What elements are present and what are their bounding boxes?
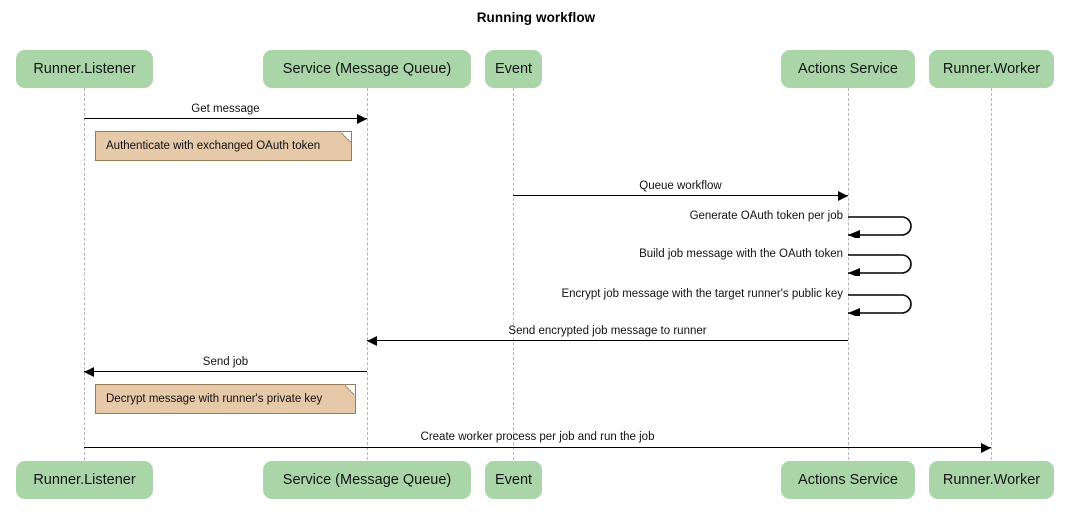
participant-label: Runner.Listener: [33, 472, 136, 488]
message-line-send-encrypted-job-message: [367, 340, 848, 341]
note-text: Decrypt message with runner's private ke…: [106, 393, 323, 405]
participant-service-message-queue-top[interactable]: Service (Message Queue): [263, 50, 471, 88]
message-arrowhead-get-message: [357, 114, 367, 124]
message-arrowhead-send-encrypted-job-message: [367, 336, 377, 346]
message-line-get-message: [84, 118, 367, 119]
message-arrowhead-send-job: [84, 367, 94, 377]
participant-label: Service (Message Queue): [282, 472, 452, 488]
note-fold-icon: [345, 385, 355, 395]
participant-label: Service (Message Queue): [282, 61, 452, 77]
self-loop-build-job-message: [848, 254, 912, 276]
message-label-get-message: Get message: [191, 103, 260, 115]
participant-runner-worker-bottom[interactable]: Runner.Worker: [929, 461, 1054, 499]
participant-label: Event: [494, 472, 533, 488]
message-label-create-worker-process: Create worker process per job and run th…: [420, 431, 655, 443]
message-arrowhead-create-worker-process: [981, 443, 991, 453]
message-label-generate-oauth-token: Generate OAuth token per job: [689, 210, 843, 222]
lifeline-runner-worker: [991, 88, 992, 460]
message-label-send-job: Send job: [202, 356, 249, 368]
lifeline-runner-listener: [84, 88, 85, 460]
participant-label: Actions Service: [798, 472, 898, 488]
message-label-queue-workflow: Queue workflow: [639, 180, 722, 192]
note-fold-icon: [341, 132, 351, 142]
message-label-encrypt-job-message: Encrypt job message with the target runn…: [561, 288, 843, 300]
participant-runner-worker-top[interactable]: Runner.Worker: [929, 50, 1054, 88]
lifeline-service-message-queue: [367, 88, 368, 460]
participant-label: Runner.Worker: [942, 472, 1041, 488]
note-decrypt: Decrypt message with runner's private ke…: [95, 384, 356, 414]
participant-runner-listener-bottom[interactable]: Runner.Listener: [16, 461, 153, 499]
message-arrowhead-queue-workflow: [838, 191, 848, 201]
participant-actions-service-top[interactable]: Actions Service: [781, 50, 915, 88]
participant-runner-listener-top[interactable]: Runner.Listener: [16, 50, 153, 88]
message-label-send-encrypted-job-message: Send encrypted job message to runner: [508, 325, 707, 337]
participant-label: Runner.Worker: [942, 61, 1041, 77]
message-line-queue-workflow: [513, 195, 848, 196]
lifeline-event: [513, 88, 514, 460]
message-label-build-job-message: Build job message with the OAuth token: [639, 248, 843, 260]
participant-service-message-queue-bottom[interactable]: Service (Message Queue): [263, 461, 471, 499]
participant-event-top[interactable]: Event: [485, 50, 542, 88]
note-authenticate: Authenticate with exchanged OAuth token: [95, 131, 352, 161]
message-line-create-worker-process: [84, 447, 991, 448]
message-line-send-job: [84, 371, 367, 372]
lifeline-actions-service: [848, 88, 849, 460]
participant-event-bottom[interactable]: Event: [485, 461, 542, 499]
participant-label: Actions Service: [798, 61, 898, 77]
self-loop-generate-oauth-token: [848, 216, 912, 238]
note-text: Authenticate with exchanged OAuth token: [106, 140, 321, 152]
participant-actions-service-bottom[interactable]: Actions Service: [781, 461, 915, 499]
page-title: Running workflow: [476, 10, 596, 25]
participant-label: Event: [494, 61, 533, 77]
self-loop-encrypt-job-message: [848, 294, 912, 316]
participant-label: Runner.Listener: [33, 61, 136, 77]
